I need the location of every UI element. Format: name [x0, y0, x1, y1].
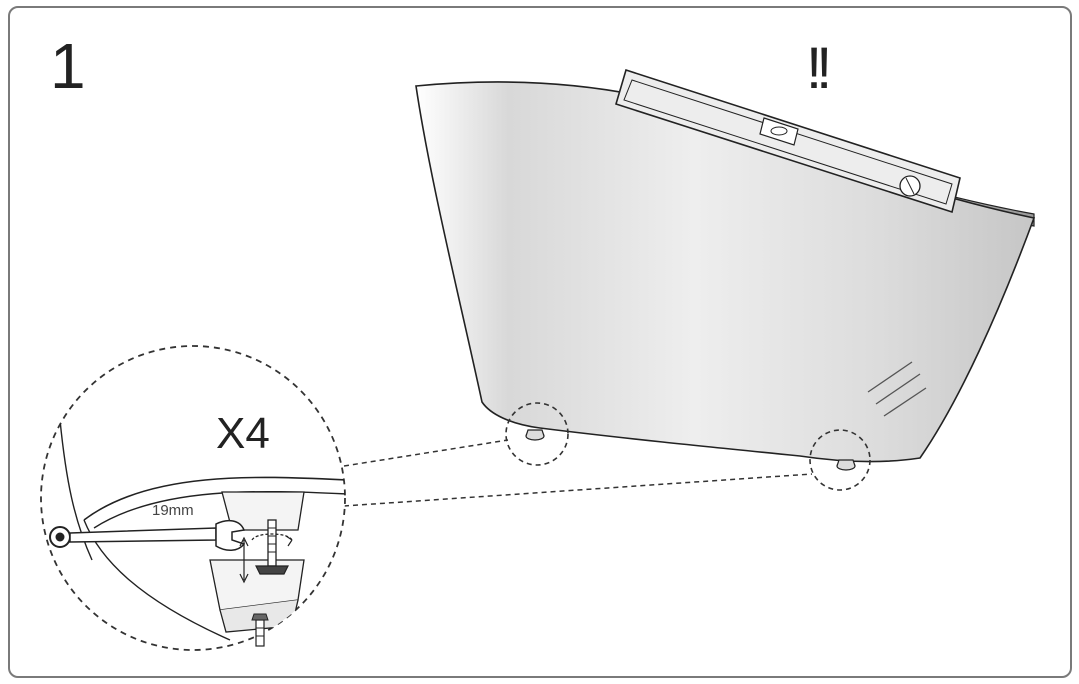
detail-magnifier: [40, 345, 346, 651]
quantity-label: X4: [216, 409, 270, 458]
spirit-level-icon: [615, 68, 961, 214]
adjustable-leveling-foot-icon: [239, 519, 293, 647]
wrench-size-label: 19mm: [152, 502, 194, 519]
leader-line-bottom: [343, 473, 813, 507]
leader-line-top: [343, 439, 509, 467]
foot-callout-back: [809, 429, 871, 491]
foot-callout-front: [505, 402, 569, 466]
warning-mark: !!: [806, 36, 832, 101]
bathtub-icon: [415, 81, 1036, 471]
step-number: 1: [50, 30, 86, 102]
open-end-wrench-icon: [49, 519, 246, 551]
